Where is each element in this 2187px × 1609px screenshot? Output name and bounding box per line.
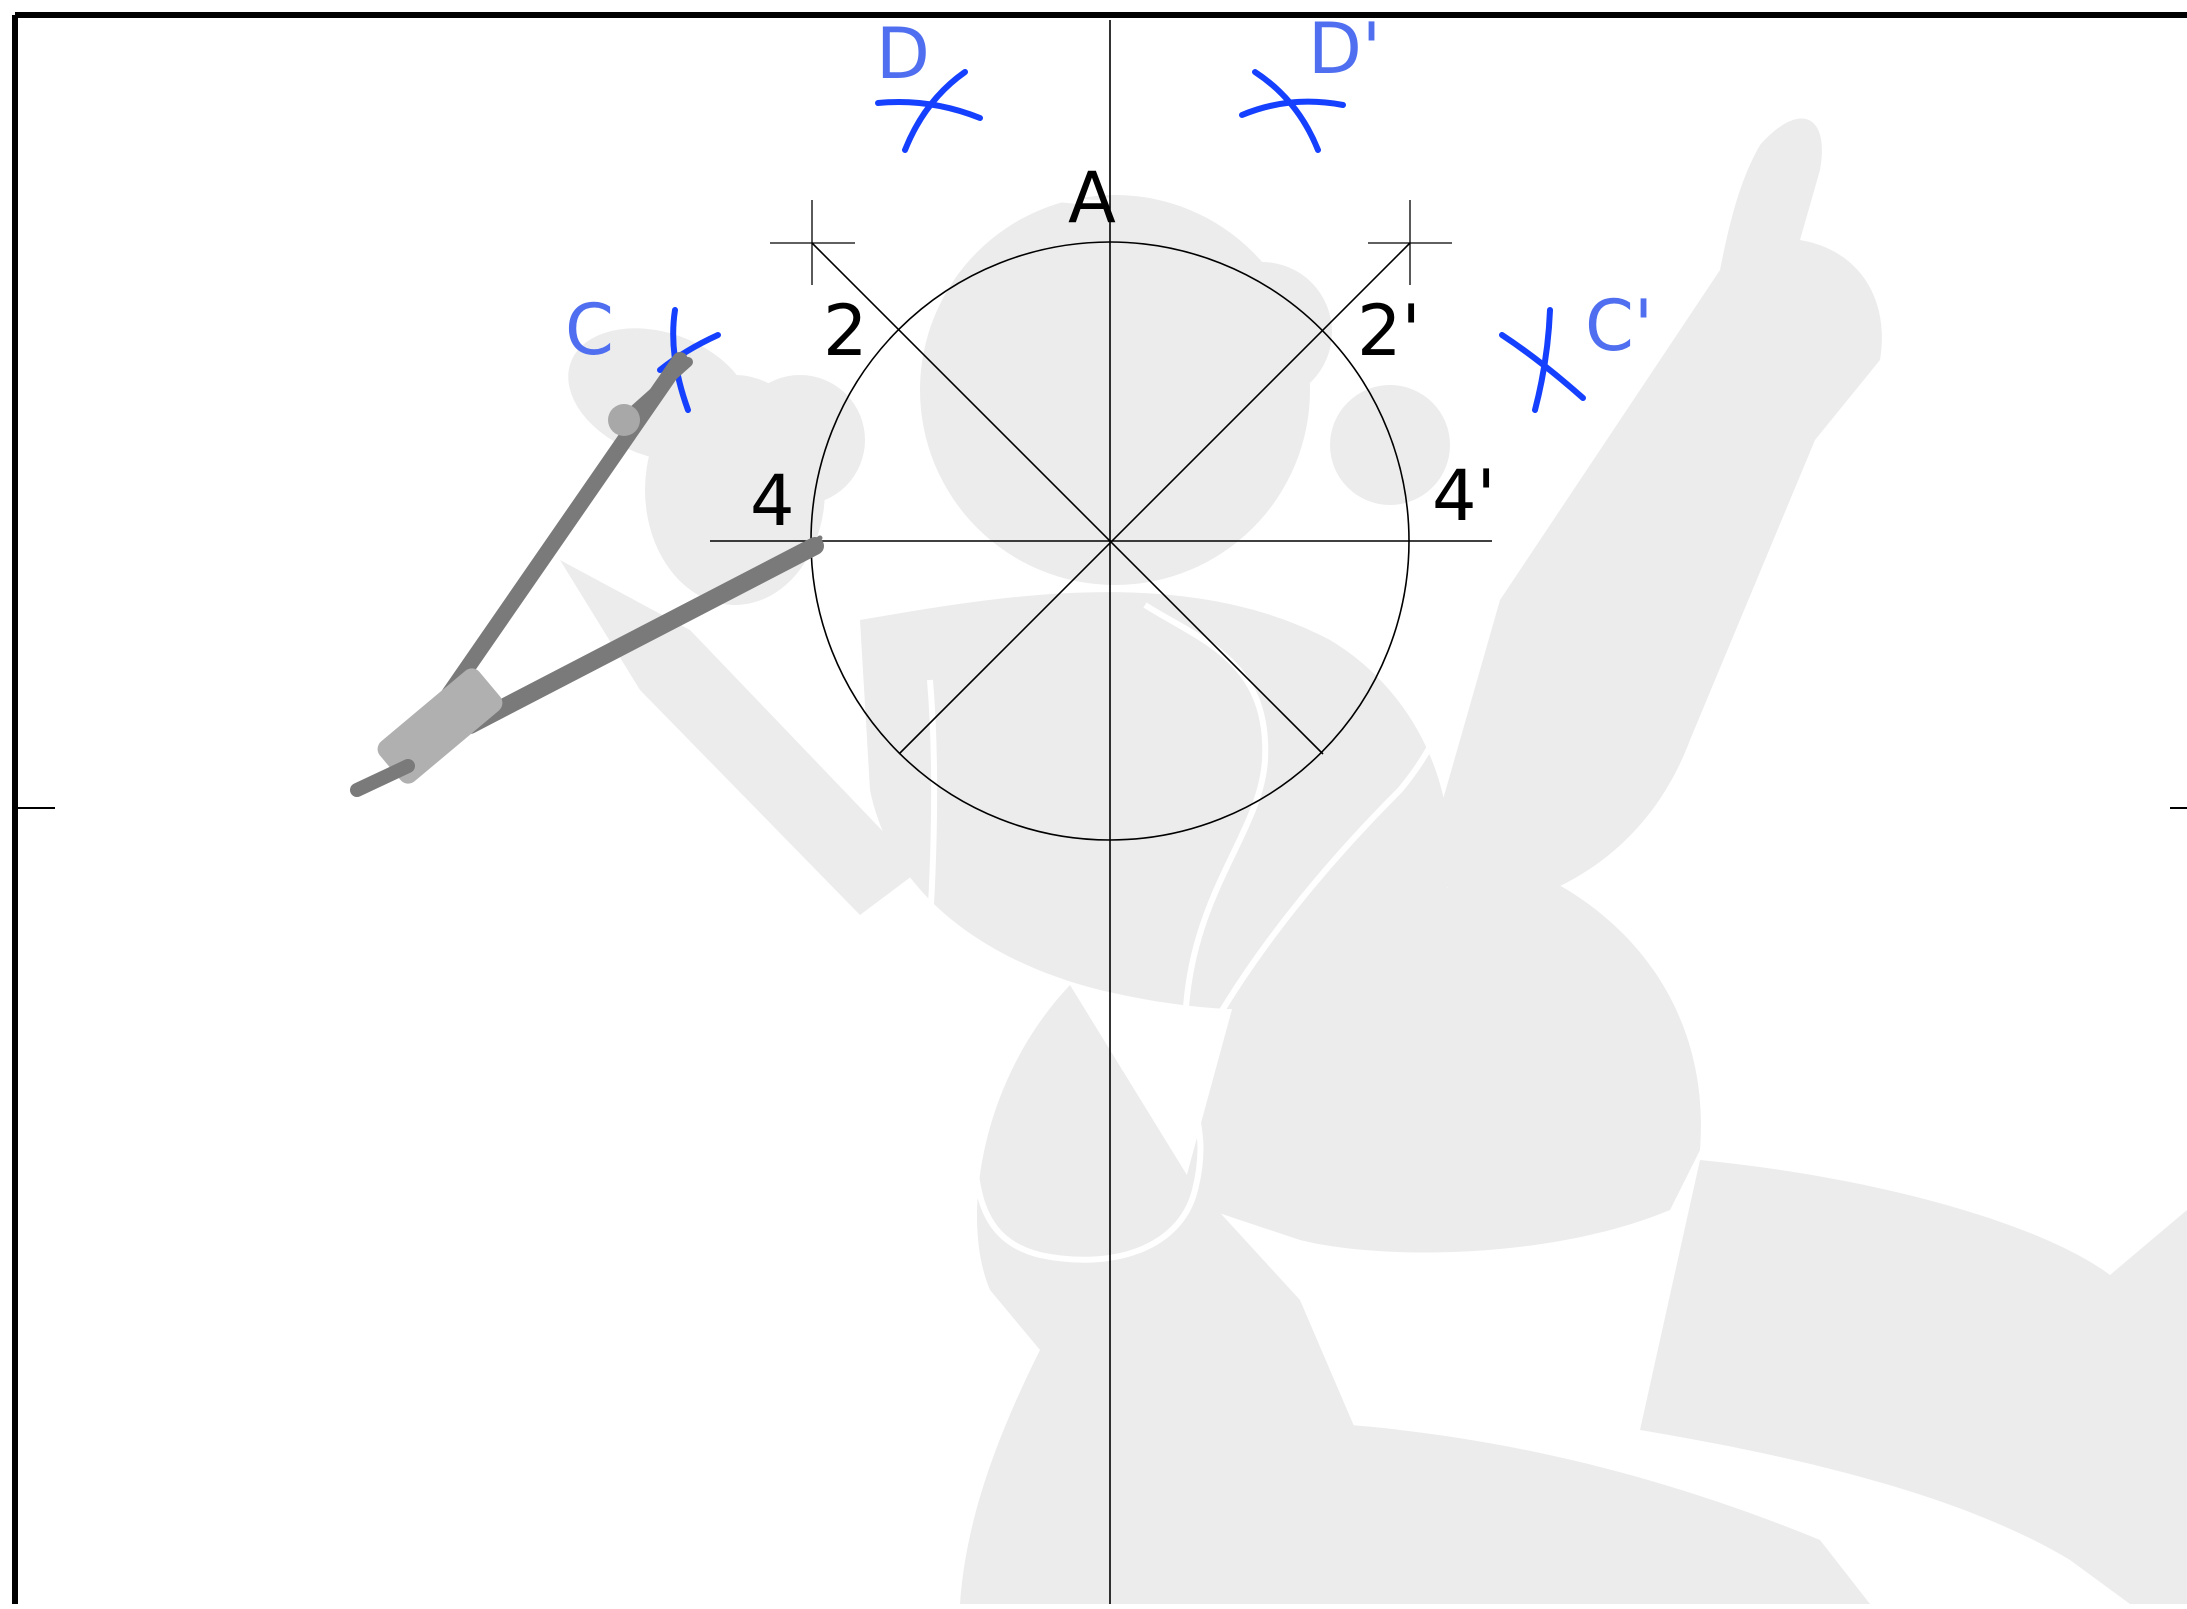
arc-mark-d-prime [1239, 69, 1346, 153]
label-4-prime: 4' [1432, 455, 1496, 537]
label-4: 4 [750, 460, 795, 542]
label-2-prime: 2' [1357, 290, 1421, 372]
blue-labels: D D' C C' [565, 8, 1653, 371]
diagonal-left [811, 242, 1324, 755]
label-2: 2 [823, 290, 868, 372]
label-c: C [565, 289, 614, 371]
figure-outline [903, 196, 1461, 1263]
label-d: D [876, 13, 930, 95]
compass-icon [350, 352, 824, 797]
label-d-prime: D' [1308, 8, 1381, 90]
black-labels: A 2 2' 4 4' [750, 157, 1496, 542]
sheet-frame [12, 12, 2187, 1604]
figure-silhouette [560, 118, 2187, 1604]
label-a: A [1068, 157, 1116, 239]
arc-mark-d [875, 69, 983, 153]
diagonal-right [898, 242, 1411, 755]
arc-mark-c-prime [1499, 307, 1586, 413]
label-c-prime: C' [1585, 285, 1653, 367]
